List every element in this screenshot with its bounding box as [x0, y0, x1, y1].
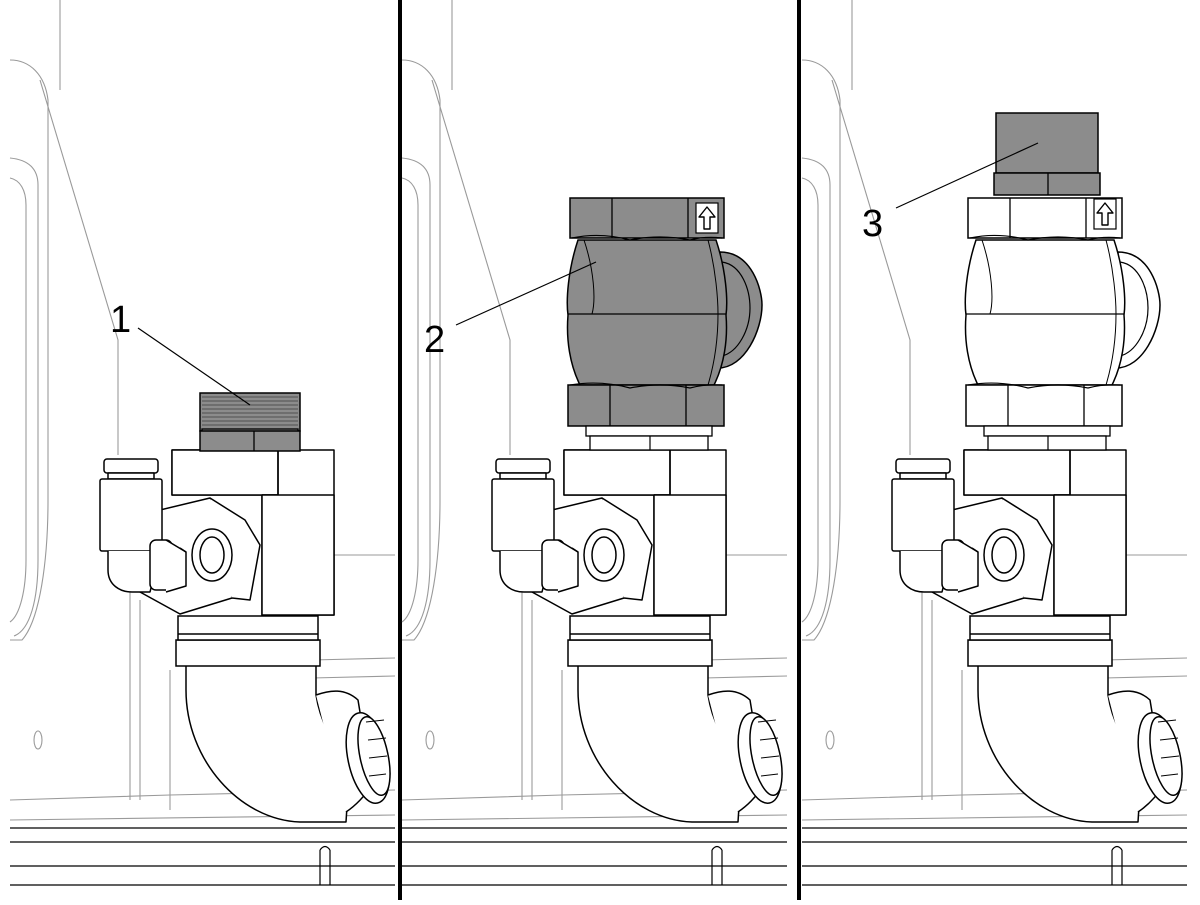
callout-3: 3 [862, 203, 883, 245]
panel-3: 3 [801, 0, 1190, 886]
flow-arrow-icon [695, 202, 719, 234]
leader-line-1 [137, 327, 251, 406]
flow-arrow-icon [1093, 198, 1117, 230]
callout-1: 1 [110, 299, 131, 341]
panel-1: 1 [9, 0, 398, 886]
top-fitting-part [993, 112, 1101, 196]
panel-divider-left [398, 0, 402, 900]
leader-line-2 [455, 261, 597, 326]
valve-body-white [964, 197, 1161, 451]
panel-divider-right [797, 0, 801, 900]
callout-2: 2 [424, 319, 445, 361]
panel-2: 2 [401, 0, 790, 886]
valve-body-part [566, 197, 763, 451]
threaded-nipple-part [199, 392, 301, 452]
leader-line-3 [895, 142, 1039, 209]
